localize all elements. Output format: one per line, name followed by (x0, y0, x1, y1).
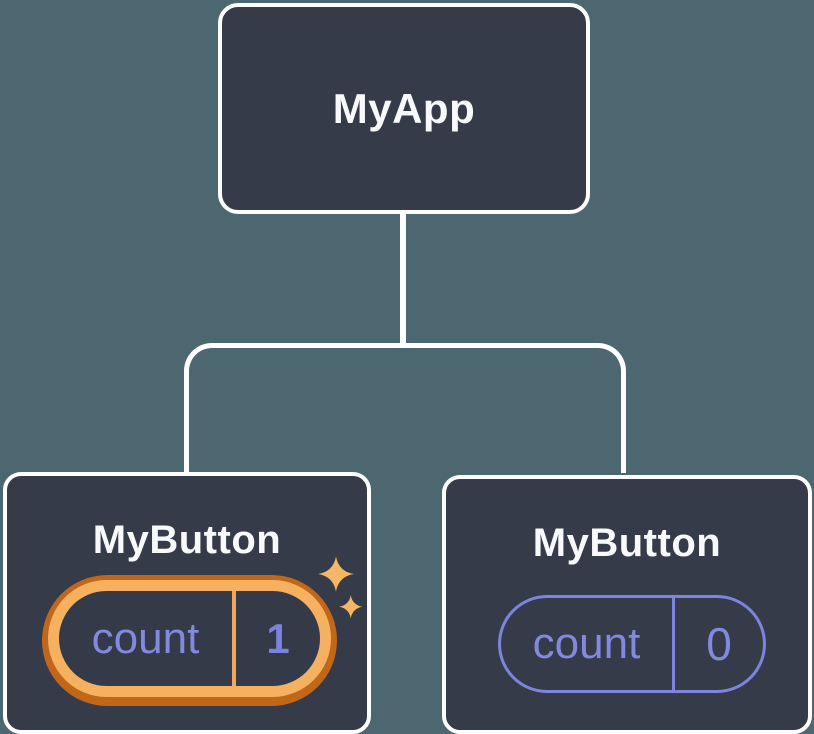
child-node-left-label: MyButton (92, 518, 282, 562)
child-node-left-mybutton: MyButton count 1 (3, 472, 371, 734)
child-node-right-label: MyButton (532, 521, 722, 565)
root-node-label: MyApp (332, 84, 476, 132)
state-name-label: count (532, 619, 641, 668)
connector-branch-lines (184, 343, 626, 473)
state-name-label: count (91, 613, 200, 663)
state-value-label: 1 (266, 614, 290, 662)
child-node-right-mybutton: MyButton count 0 (442, 475, 812, 734)
state-pill-divider (672, 598, 675, 690)
state-value-label: 0 (706, 618, 732, 670)
state-pill-highlighted: count 1 (42, 575, 337, 706)
state-name-cell: count (59, 591, 232, 686)
state-pill-plain: count 0 (498, 595, 766, 693)
root-node-myapp: MyApp (218, 3, 590, 214)
state-pill-highlight-ring: count 1 (48, 580, 331, 697)
sparkles-icon (318, 556, 363, 619)
state-pill-divider (232, 591, 236, 686)
state-value-cell: 0 (675, 598, 763, 690)
connector-stem-line (400, 211, 406, 347)
state-value-cell: 1 (236, 591, 320, 686)
state-pill-body: count 1 (59, 591, 320, 686)
state-name-cell: count (501, 598, 672, 690)
